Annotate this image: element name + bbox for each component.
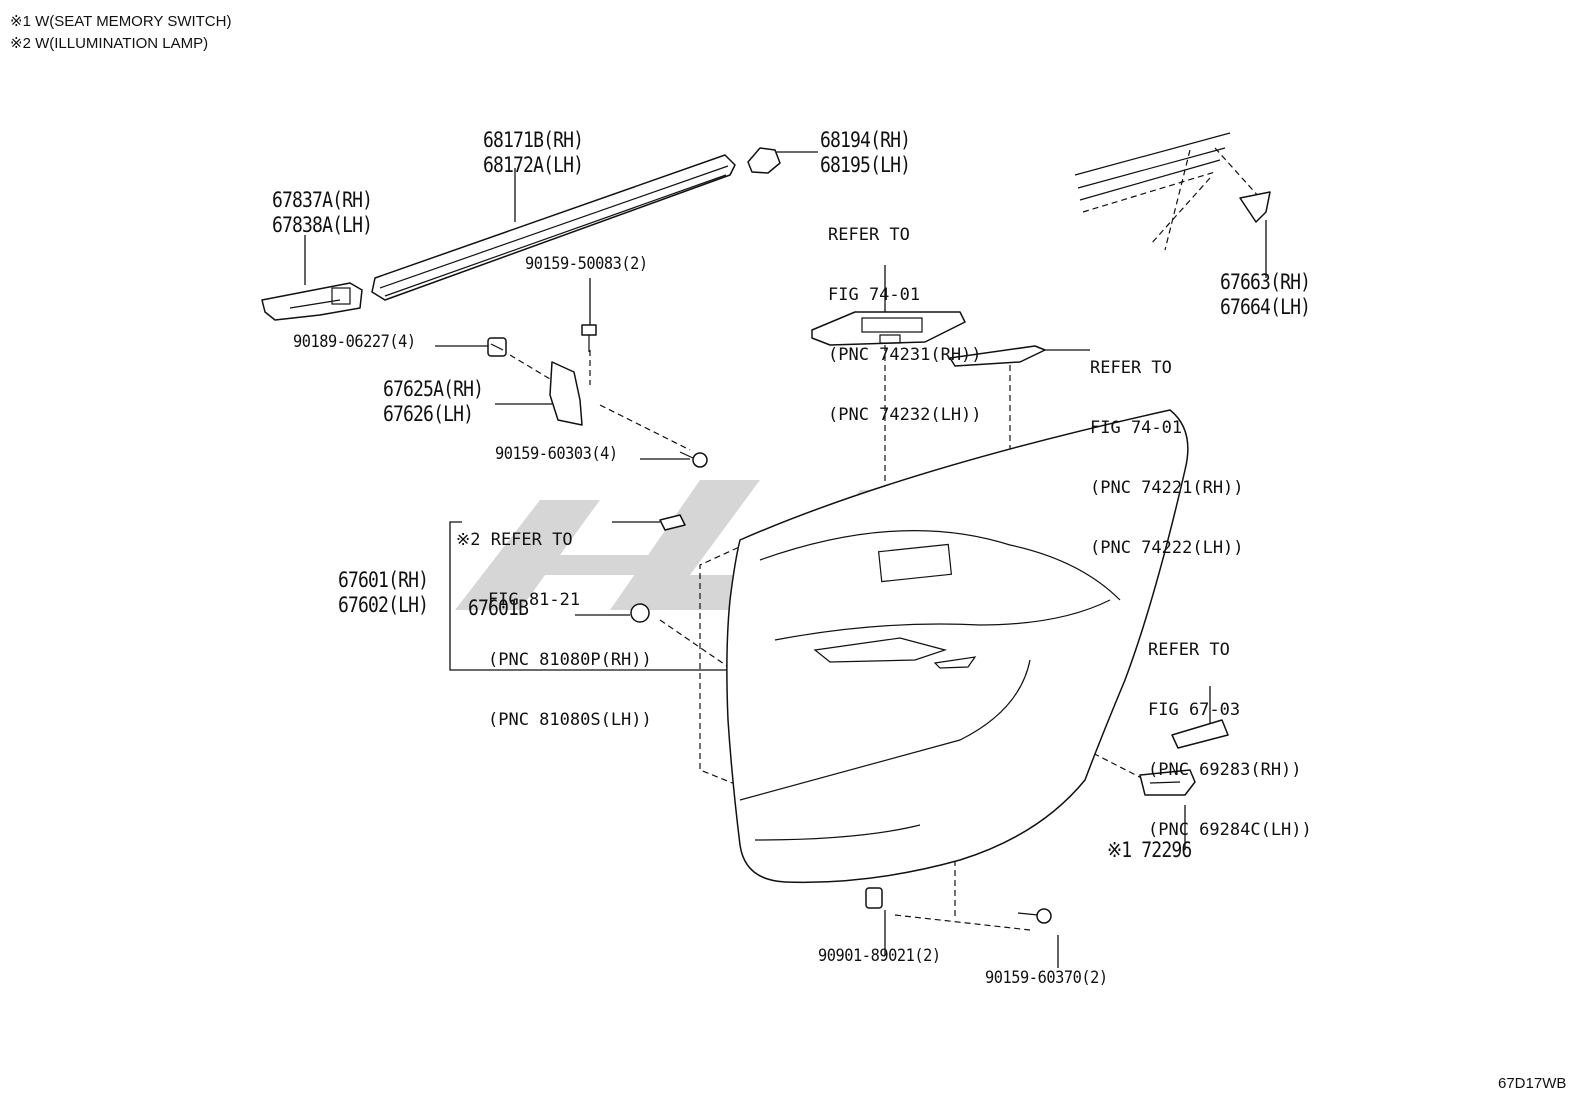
ref-line: (PNC 69284C(LH))	[1148, 820, 1312, 840]
part-label-90159-60370[interactable]: 90159-60370(2)	[985, 968, 1108, 988]
diagram-code: 67D17WB	[1498, 1075, 1567, 1092]
memory-switch-part	[1139, 769, 1196, 796]
molding-end-cap-part	[261, 282, 363, 321]
door-trim-panel	[726, 409, 1189, 884]
ref-line: (PNC 69283(RH))	[1148, 760, 1302, 780]
clip-part	[630, 603, 650, 623]
ref-line: FIG 81-21	[488, 590, 581, 610]
part-label-67601B[interactable]: 67601B	[468, 596, 529, 620]
ref-line: FIG 67-03	[1148, 700, 1241, 720]
part-label-68194[interactable]: 68194(RH)	[820, 128, 911, 152]
handle-cover-part	[1171, 719, 1229, 749]
door-frame-outline	[1074, 132, 1231, 213]
clip-part	[487, 337, 507, 357]
ref-line: ※2 REFER TO	[456, 530, 573, 550]
part-label-90901-89021[interactable]: 90901-89021(2)	[818, 946, 941, 966]
reference-fig-81-21[interactable]: ※2 REFER TO FIG 81-21 (PNC 81080P(RH)) (…	[456, 490, 652, 750]
ref-line: REFER TO	[1090, 358, 1172, 378]
ref-line: REFER TO	[828, 225, 910, 245]
ref-line: FIG 74-01	[828, 285, 921, 305]
screw-part	[679, 451, 708, 468]
ref-line: (PNC 74231(RH))	[828, 345, 982, 365]
part-label-67837A[interactable]: 67837A(RH)	[272, 188, 373, 212]
note-illumination: ※2 W(ILLUMINATION LAMP)	[10, 35, 209, 52]
ref-line: (PNC 81080P(RH))	[488, 650, 652, 670]
reference-fig-67-03[interactable]: REFER TO FIG 67-03 (PNC 69283(RH)) (PNC …	[1148, 600, 1312, 860]
corner-piece-part	[747, 147, 781, 174]
ref-line: (PNC 74222(LH))	[1090, 538, 1244, 558]
ref-line: FIG 74-01	[1090, 418, 1183, 438]
reference-fig-74-01-switch[interactable]: REFER TO FIG 74-01 (PNC 74231(RH)) (PNC …	[828, 185, 982, 445]
bracket-part	[549, 361, 583, 426]
ref-line: (PNC 81080S(LH))	[488, 710, 652, 730]
note-seat-memory: ※1 W(SEAT MEMORY SWITCH)	[10, 13, 232, 30]
belt-molding-part	[371, 154, 736, 301]
part-label-90159-50083[interactable]: 90159-50083(2)	[525, 254, 648, 274]
part-label-67663[interactable]: 67663(RH)	[1220, 270, 1311, 294]
part-label-67625A[interactable]: 67625A(RH)	[383, 377, 484, 401]
ref-line: (PNC 74221(RH))	[1090, 478, 1244, 498]
part-label-68172A[interactable]: 68172A(LH)	[483, 153, 584, 177]
mirror-cover-part	[1239, 191, 1271, 223]
part-label-72296[interactable]: ※1 72296	[1107, 838, 1192, 862]
reference-fig-74-01-armrest[interactable]: REFER TO FIG 74-01 (PNC 74221(RH)) (PNC …	[1090, 318, 1244, 578]
ref-line: (PNC 74232(LH))	[828, 405, 982, 425]
switch-base-part	[811, 311, 966, 346]
ref-line: REFER TO	[1148, 640, 1230, 660]
lamp-part	[659, 514, 686, 531]
part-label-68171B[interactable]: 68171B(RH)	[483, 128, 584, 152]
screw-part	[1017, 908, 1052, 924]
armrest-insert-part	[949, 345, 1046, 367]
part-label-68195[interactable]: 68195(LH)	[820, 153, 911, 177]
part-label-67601[interactable]: 67601(RH)	[338, 568, 429, 592]
screw-part	[581, 324, 597, 352]
part-label-90159-60303[interactable]: 90159-60303(4)	[495, 444, 618, 464]
part-label-67626[interactable]: 67626(LH)	[383, 402, 474, 426]
part-label-67602[interactable]: 67602(LH)	[338, 593, 429, 617]
part-label-90189-06227[interactable]: 90189-06227(4)	[293, 332, 416, 352]
part-label-67664[interactable]: 67664(LH)	[1220, 295, 1311, 319]
part-label-67838A[interactable]: 67838A(LH)	[272, 213, 373, 237]
clip-part	[865, 887, 883, 909]
